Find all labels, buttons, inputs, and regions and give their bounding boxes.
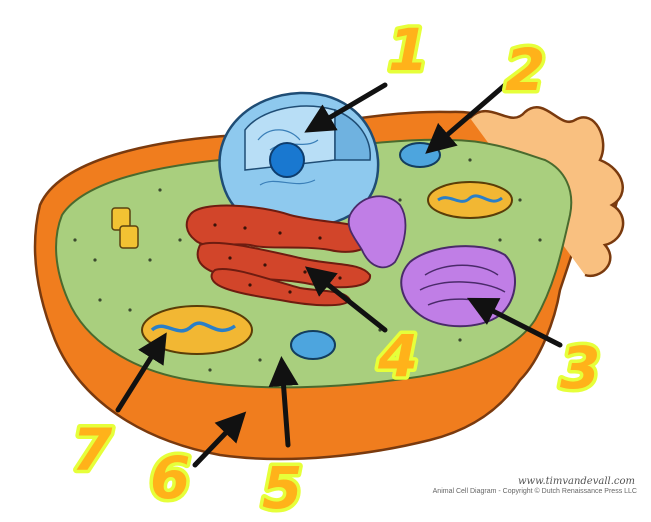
mitochondrion-left [141,305,253,355]
label-5: 5 [262,454,302,522]
mitochondrion-right [427,181,513,219]
label-1: 1 [388,16,428,84]
arrow-4 [304,266,388,333]
cytoplasm-granules [73,148,542,372]
arrow-6 [192,411,247,468]
label-7: 7 [72,416,113,484]
website-credit: www.timvandevall.com [517,476,635,487]
arrow-1 [304,82,388,133]
smooth-er [347,195,407,269]
label-6: 6 [150,444,190,512]
arrow-7 [115,332,167,413]
lysosome-lower [290,330,336,360]
copyright-caption: Animal Cell Diagram - Copyright © Dutch … [432,488,637,495]
arrow-3 [466,297,563,348]
nucleolus [269,142,305,178]
centrosome [111,207,139,249]
label-2: 2 [505,36,545,104]
label-4: 4 [377,322,418,390]
label-arrows [115,82,563,468]
callout-labels: 1 2 3 4 5 6 7 [69,13,604,522]
label-3: 3 [560,334,600,402]
arrow-5 [268,356,299,448]
arrow-2 [425,82,508,154]
